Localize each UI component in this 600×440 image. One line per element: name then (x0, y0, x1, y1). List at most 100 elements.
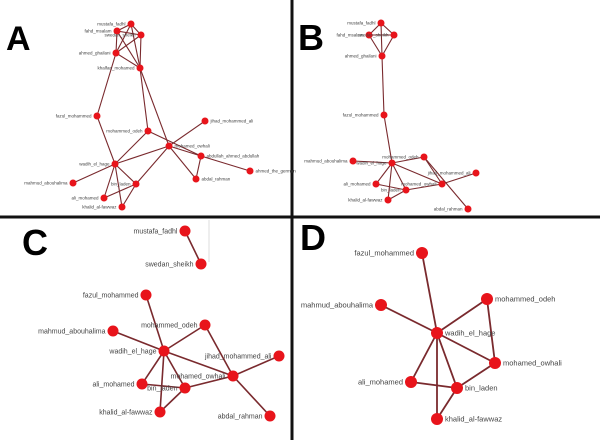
edge (200, 155, 251, 172)
edge (184, 375, 234, 389)
edge (116, 30, 141, 69)
edge (368, 34, 383, 57)
edge (115, 23, 132, 54)
edge (163, 324, 206, 352)
node-label: mohammed_odeh (106, 129, 143, 134)
edge (114, 163, 123, 208)
node-label: wadih_el_hage (356, 161, 387, 166)
node-label: mohammed_odeh (382, 155, 419, 160)
edge (168, 145, 202, 157)
edge (380, 22, 383, 57)
edge (115, 52, 141, 69)
node (273, 350, 285, 362)
node-label: swedan_sheikh (145, 261, 193, 268)
node (201, 117, 209, 125)
node (154, 406, 166, 418)
node-label: ali_mohamed (71, 196, 99, 201)
edge (163, 350, 234, 377)
node-label: swedan_sheikh (357, 33, 389, 38)
node-label: khalfan_mohamed (97, 66, 135, 71)
edge (441, 172, 477, 185)
node-label: fahd_msalam (336, 33, 363, 38)
node (179, 225, 191, 237)
node (438, 180, 446, 188)
edge (421, 252, 438, 334)
node-label: mustafa_fadhl (347, 21, 375, 26)
edge (436, 332, 458, 389)
edge (375, 162, 393, 185)
edge (436, 387, 458, 420)
edge (139, 34, 142, 69)
edge (410, 332, 438, 383)
edge (405, 183, 443, 191)
node-label: khalid_al-fawwaz (445, 415, 502, 424)
edge (141, 383, 186, 389)
edge (130, 23, 141, 69)
edge (391, 162, 443, 185)
edge (103, 163, 116, 199)
edge (141, 350, 165, 385)
edge (195, 155, 202, 180)
node (137, 31, 145, 39)
node-label: mahmud_abouhalima (38, 328, 105, 335)
edge (145, 294, 165, 352)
node (390, 31, 398, 39)
edge (387, 162, 393, 201)
node-label: wadih_el_hage (79, 162, 110, 167)
edge (352, 160, 393, 164)
node-label: mohamed_owhali (503, 359, 562, 368)
node-label: abdal_rahman (434, 207, 463, 212)
edge (114, 130, 149, 165)
node (118, 203, 126, 211)
node-label: fazul_mohammed (343, 113, 379, 118)
panel-label: D (300, 217, 326, 258)
node (384, 196, 392, 204)
node (69, 179, 77, 187)
edge (96, 115, 116, 165)
node-label: ali_mohamed (92, 381, 134, 388)
node-label: abdal_rahman (218, 413, 263, 420)
node-label: mohammed_odeh (495, 295, 555, 304)
node-label: bin_laden (381, 188, 401, 193)
node-label: ali_mohamed (343, 182, 371, 187)
edge (159, 350, 165, 413)
edge (168, 145, 197, 180)
node (431, 327, 443, 339)
node-label: wadih_el_hage (108, 348, 156, 355)
node-label: khalid_al-fawwaz (99, 409, 153, 416)
node (464, 205, 472, 213)
node-label: ahmed_ghailani (345, 54, 377, 59)
panel-label: B (298, 17, 324, 58)
node-label: bin_laden (147, 385, 177, 392)
node (112, 49, 120, 57)
node (481, 293, 493, 305)
node (246, 167, 254, 175)
node-label: swedan_sheikh (104, 33, 136, 38)
node-label: bin_laden (465, 384, 498, 393)
edge (423, 156, 443, 185)
node (136, 378, 148, 390)
node (388, 159, 396, 167)
edge (410, 381, 458, 389)
node-label: ali_mohamed (358, 378, 403, 387)
node (227, 370, 239, 382)
node (111, 160, 119, 168)
node (451, 382, 463, 394)
node (158, 345, 170, 357)
edge (456, 362, 496, 389)
node-label: khalid_al-fawwaz (348, 198, 383, 203)
node (472, 169, 480, 177)
edge (121, 183, 137, 208)
edge (204, 324, 234, 377)
edge (380, 304, 438, 334)
panel-label: A (6, 20, 31, 58)
node (365, 31, 373, 39)
node-label: bin_laden (111, 182, 131, 187)
edge (72, 163, 116, 184)
node-label: mustafa_fadhl (134, 228, 178, 235)
edge (168, 120, 206, 147)
